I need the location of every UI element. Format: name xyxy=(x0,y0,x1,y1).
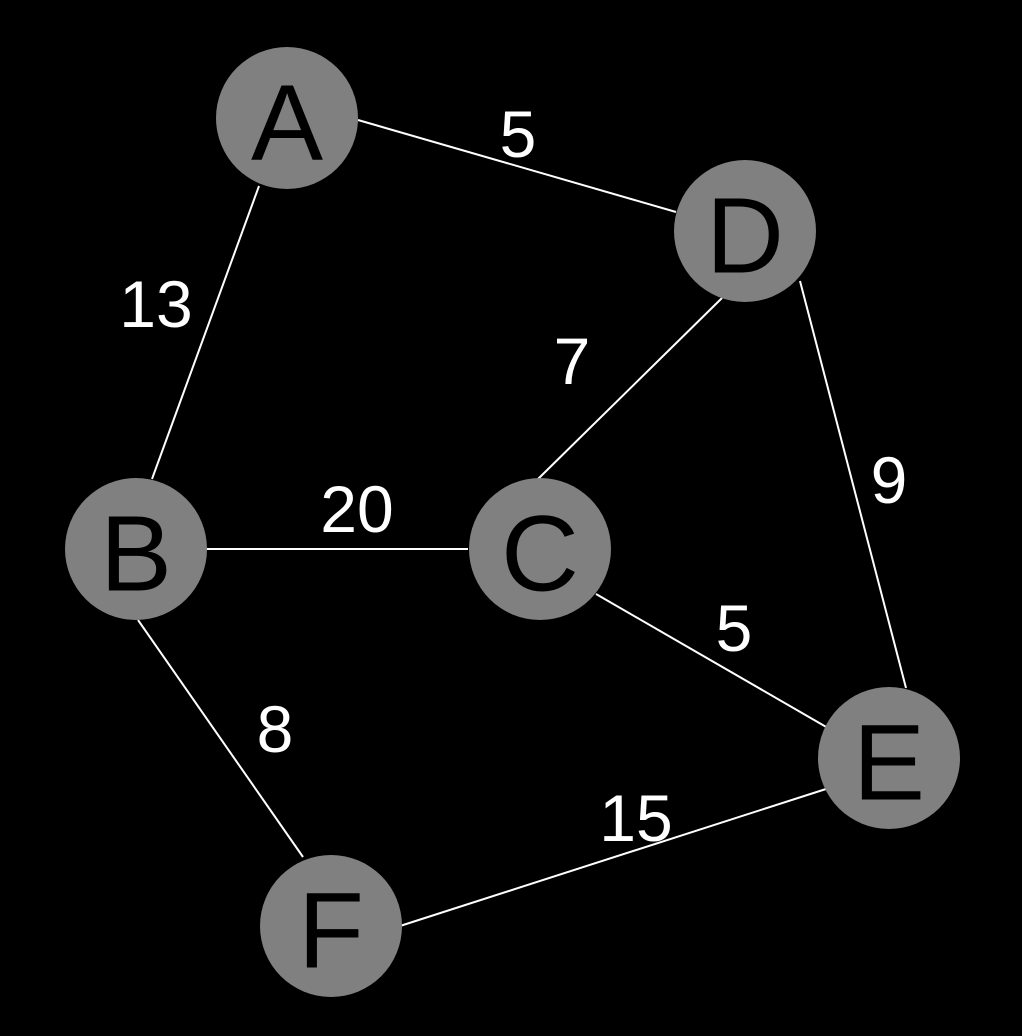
node-b-circle xyxy=(65,478,207,620)
node-a-circle xyxy=(216,47,358,189)
edge-a-b xyxy=(151,185,260,480)
node-a: A xyxy=(216,47,358,189)
node-c-circle xyxy=(469,478,611,620)
edge-d-c xyxy=(537,297,723,480)
node-a-label: A xyxy=(251,62,323,183)
edge-c-e xyxy=(595,593,829,729)
node-b: B xyxy=(65,478,207,620)
weight-label-a-d: 5 xyxy=(500,97,537,171)
node-d: D xyxy=(674,160,816,302)
node-d-circle xyxy=(674,160,816,302)
edge-a-d xyxy=(357,119,677,213)
node-f-circle xyxy=(260,855,402,997)
edges-group xyxy=(137,119,907,927)
node-f: F xyxy=(260,855,402,997)
edge-weights-group: 5 13 7 9 20 5 8 15 xyxy=(119,97,907,855)
weight-label-b-c: 20 xyxy=(320,472,393,546)
node-e-circle xyxy=(818,687,960,829)
node-d-label: D xyxy=(706,175,784,296)
node-b-label: B xyxy=(100,493,172,614)
edge-f-e xyxy=(399,788,827,927)
weight-label-f-e: 15 xyxy=(599,781,672,855)
edge-b-f xyxy=(137,619,304,858)
weight-label-c-e: 5 xyxy=(716,591,753,665)
node-f-label: F xyxy=(298,870,364,991)
node-e-label: E xyxy=(853,702,925,823)
node-c-label: C xyxy=(501,493,579,614)
node-c: C xyxy=(469,478,611,620)
weight-label-b-f: 8 xyxy=(257,692,294,766)
weight-label-d-c: 7 xyxy=(554,324,591,398)
weight-label-d-e: 9 xyxy=(871,443,908,517)
weight-label-a-b: 13 xyxy=(119,267,192,341)
edge-d-e xyxy=(799,280,907,689)
node-e: E xyxy=(818,687,960,829)
